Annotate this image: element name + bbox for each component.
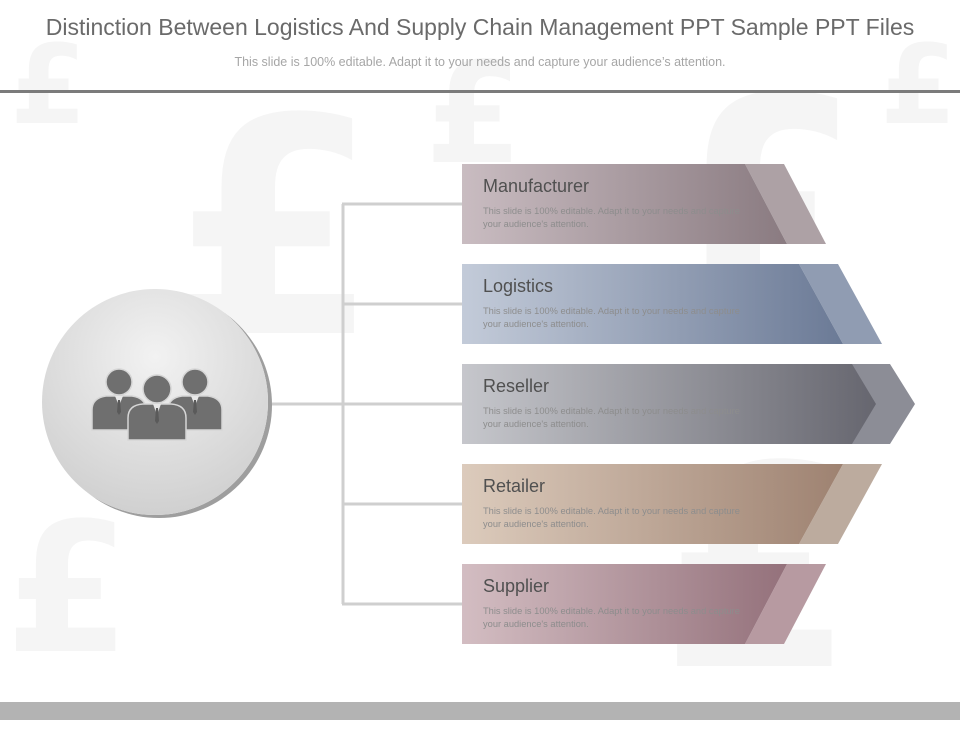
node-description: This slide is 100% editable. Adapt it to… <box>483 406 740 429</box>
page-subtitle: This slide is 100% editable. Adapt it to… <box>234 55 726 69</box>
node-logistics: Logistics This slide is 100% editable. A… <box>462 264 887 344</box>
node-label: Logistics <box>483 276 554 296</box>
watermark-pound-top-center: £ <box>425 33 523 196</box>
node-description: This slide is 100% editable. Adapt it to… <box>483 206 740 229</box>
node-retailer: Retailer This slide is 100% editable. Ad… <box>462 464 887 544</box>
node-description: This slide is 100% editable. Adapt it to… <box>483 306 740 329</box>
watermark-pound-top-right: £ <box>880 21 957 149</box>
node-reseller: Reseller This slide is 100% editable. Ad… <box>462 364 918 444</box>
node-chevron <box>799 264 882 344</box>
node-label: Reseller <box>483 376 550 396</box>
node-label: Manufacturer <box>483 176 590 196</box>
node-label: Retailer <box>483 476 546 496</box>
node-body <box>462 164 787 244</box>
page-title: Distinction Between Logistics And Supply… <box>45 14 915 40</box>
node-chevron <box>745 164 826 244</box>
node-description: This slide is 100% editable. Adapt it to… <box>483 606 740 629</box>
node-chevron <box>745 564 826 644</box>
node-supplier: Supplier This slide is 100% editable. Ad… <box>462 564 832 644</box>
node-body <box>462 264 843 344</box>
people-group-icon <box>91 368 223 441</box>
watermark-pound-top-left: £ <box>10 21 87 149</box>
node-manufacturer: Manufacturer This slide is 100% editable… <box>462 164 832 244</box>
node-label: Supplier <box>483 576 550 596</box>
header-divider <box>0 90 960 93</box>
node-description: This slide is 100% editable. Adapt it to… <box>483 506 740 529</box>
node-body <box>462 464 843 544</box>
node-chevron <box>799 464 882 544</box>
node-body <box>462 564 787 644</box>
node-body <box>462 364 876 444</box>
watermark-pound-bottom-left: £ <box>5 485 131 694</box>
footer-bar <box>0 702 960 720</box>
